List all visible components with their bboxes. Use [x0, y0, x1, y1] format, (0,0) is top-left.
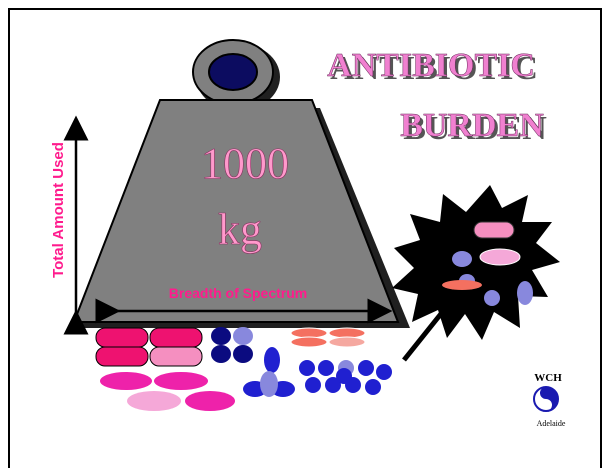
vertical-axis-label: Total Amount Used	[50, 142, 67, 278]
logo-caption: Adelaide	[537, 419, 566, 428]
slide-illustration: 1000 kg ANTIBIOTIC ANTIBIOTIC BURDEN BUR…	[0, 0, 610, 451]
weight-value: 1000	[201, 139, 289, 188]
logo-wordmark: WCH	[534, 372, 562, 384]
pile-blue-dots	[299, 360, 392, 395]
pile-salmon-tablets	[291, 328, 365, 347]
starburst	[392, 185, 560, 340]
horizontal-axis-label: Breadth of Spectrum	[169, 285, 307, 301]
weight-unit: kg	[218, 205, 262, 254]
slide-title-line1-front: ANTIBIOTIC	[327, 47, 535, 84]
slide-title-line2: BURDEN	[400, 107, 544, 144]
wch-logo	[534, 387, 558, 411]
slide: 1000 kg ANTIBIOTIC ANTIBIOTIC BURDEN BUR…	[0, 0, 610, 451]
pile-navy-dots	[211, 327, 253, 363]
